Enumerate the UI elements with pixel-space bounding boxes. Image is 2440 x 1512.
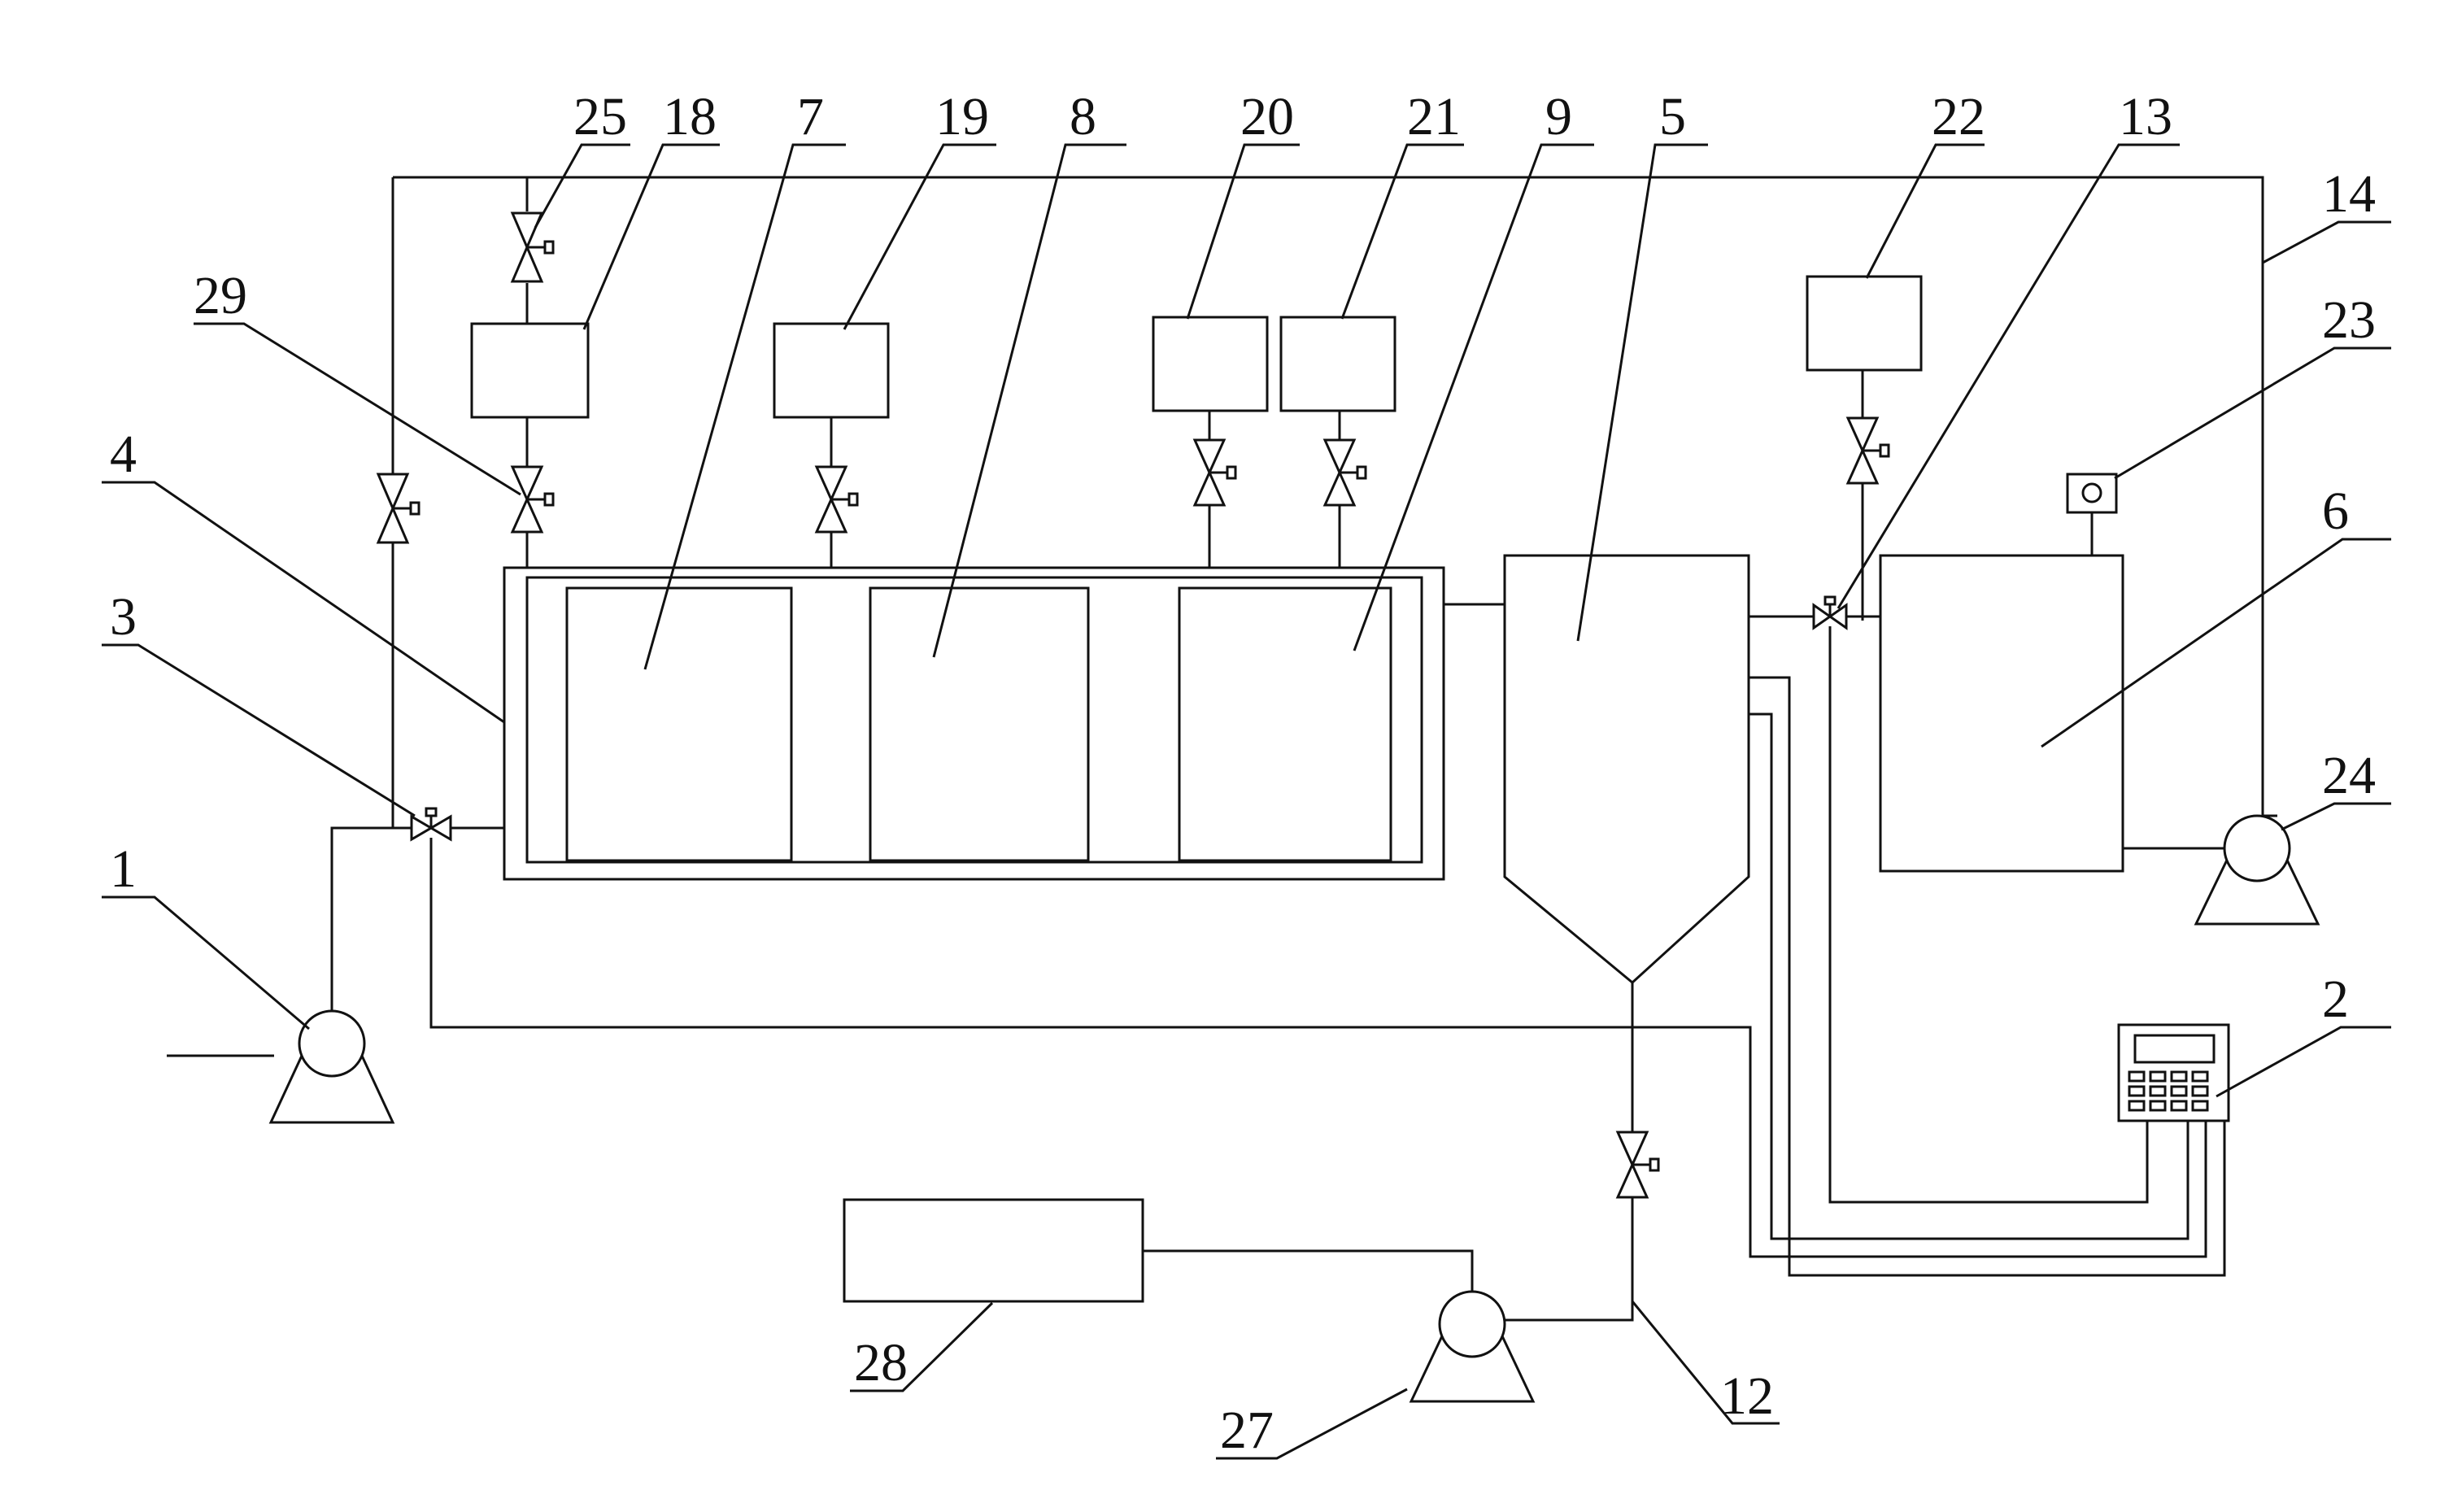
valve-19 bbox=[814, 465, 859, 534]
label-23: 23 bbox=[2322, 290, 2376, 350]
pump-24 bbox=[2194, 814, 2320, 926]
valves bbox=[376, 211, 1890, 1199]
dosing-tank-22 bbox=[1806, 275, 1923, 372]
valve-13 bbox=[1812, 595, 1848, 630]
pump-1 bbox=[268, 1009, 395, 1124]
label-14: 14 bbox=[2322, 164, 2376, 224]
control-line-valve3 bbox=[429, 838, 2207, 1258]
label-27: 27 bbox=[1220, 1401, 1274, 1460]
label-18: 18 bbox=[663, 87, 717, 146]
label-24: 24 bbox=[2322, 746, 2376, 805]
tank-9 bbox=[1178, 586, 1392, 862]
pump-27 bbox=[1409, 1290, 1536, 1403]
tank-7 bbox=[565, 586, 793, 862]
pumps bbox=[268, 814, 2320, 1403]
valve-sludge bbox=[1615, 1131, 1660, 1199]
valve-3 bbox=[410, 807, 452, 842]
settler-5 bbox=[1503, 554, 1750, 984]
label-8: 8 bbox=[1070, 87, 1096, 146]
dosing-tank-20 bbox=[1152, 316, 1269, 412]
label-1: 1 bbox=[110, 839, 137, 899]
valve-20 bbox=[1192, 438, 1237, 507]
label-2: 2 bbox=[2322, 970, 2349, 1029]
tanks bbox=[470, 275, 2124, 1303]
signal-line-2 bbox=[1749, 712, 2189, 1240]
valve-22 bbox=[1845, 416, 1890, 485]
label-25: 25 bbox=[573, 87, 627, 146]
label-6: 6 bbox=[2322, 481, 2349, 541]
sensor-23 bbox=[2066, 473, 2118, 514]
valve-21 bbox=[1322, 438, 1367, 507]
label-4: 4 bbox=[110, 425, 137, 484]
part-labels: 1 2 3 4 5 6 7 8 9 12 13 14 18 19 20 21 2… bbox=[110, 87, 2376, 1460]
label-19: 19 bbox=[935, 87, 989, 146]
bypass-valve bbox=[376, 473, 420, 544]
label-20: 20 bbox=[1240, 87, 1294, 146]
label-21: 21 bbox=[1407, 87, 1461, 146]
sludge-line bbox=[1143, 983, 1634, 1322]
valve-25 bbox=[510, 211, 555, 283]
tank-6 bbox=[1879, 554, 2124, 873]
label-7: 7 bbox=[797, 87, 824, 146]
tank-8 bbox=[869, 586, 1090, 862]
label-29: 29 bbox=[194, 266, 247, 325]
leader-lines bbox=[102, 143, 2391, 1460]
return-line-top bbox=[393, 176, 2277, 817]
dosing-tank-18 bbox=[470, 322, 590, 419]
label-5: 5 bbox=[1659, 87, 1686, 146]
signal-line-1 bbox=[1749, 676, 2226, 1277]
inner-partition bbox=[525, 576, 1423, 864]
sludge-tank-28 bbox=[843, 1198, 1144, 1303]
signal-line-3 bbox=[1828, 626, 2149, 1204]
controller-2 bbox=[2117, 1023, 2230, 1122]
label-12: 12 bbox=[1720, 1366, 1774, 1426]
valve-29 bbox=[510, 465, 555, 534]
label-13: 13 bbox=[2119, 87, 2172, 146]
label-22: 22 bbox=[1932, 87, 1985, 146]
dosing-tank-21 bbox=[1279, 316, 1396, 412]
label-28: 28 bbox=[854, 1333, 908, 1392]
dosing-tank-19 bbox=[773, 322, 890, 419]
label-9: 9 bbox=[1545, 87, 1572, 146]
label-3: 3 bbox=[110, 587, 137, 647]
